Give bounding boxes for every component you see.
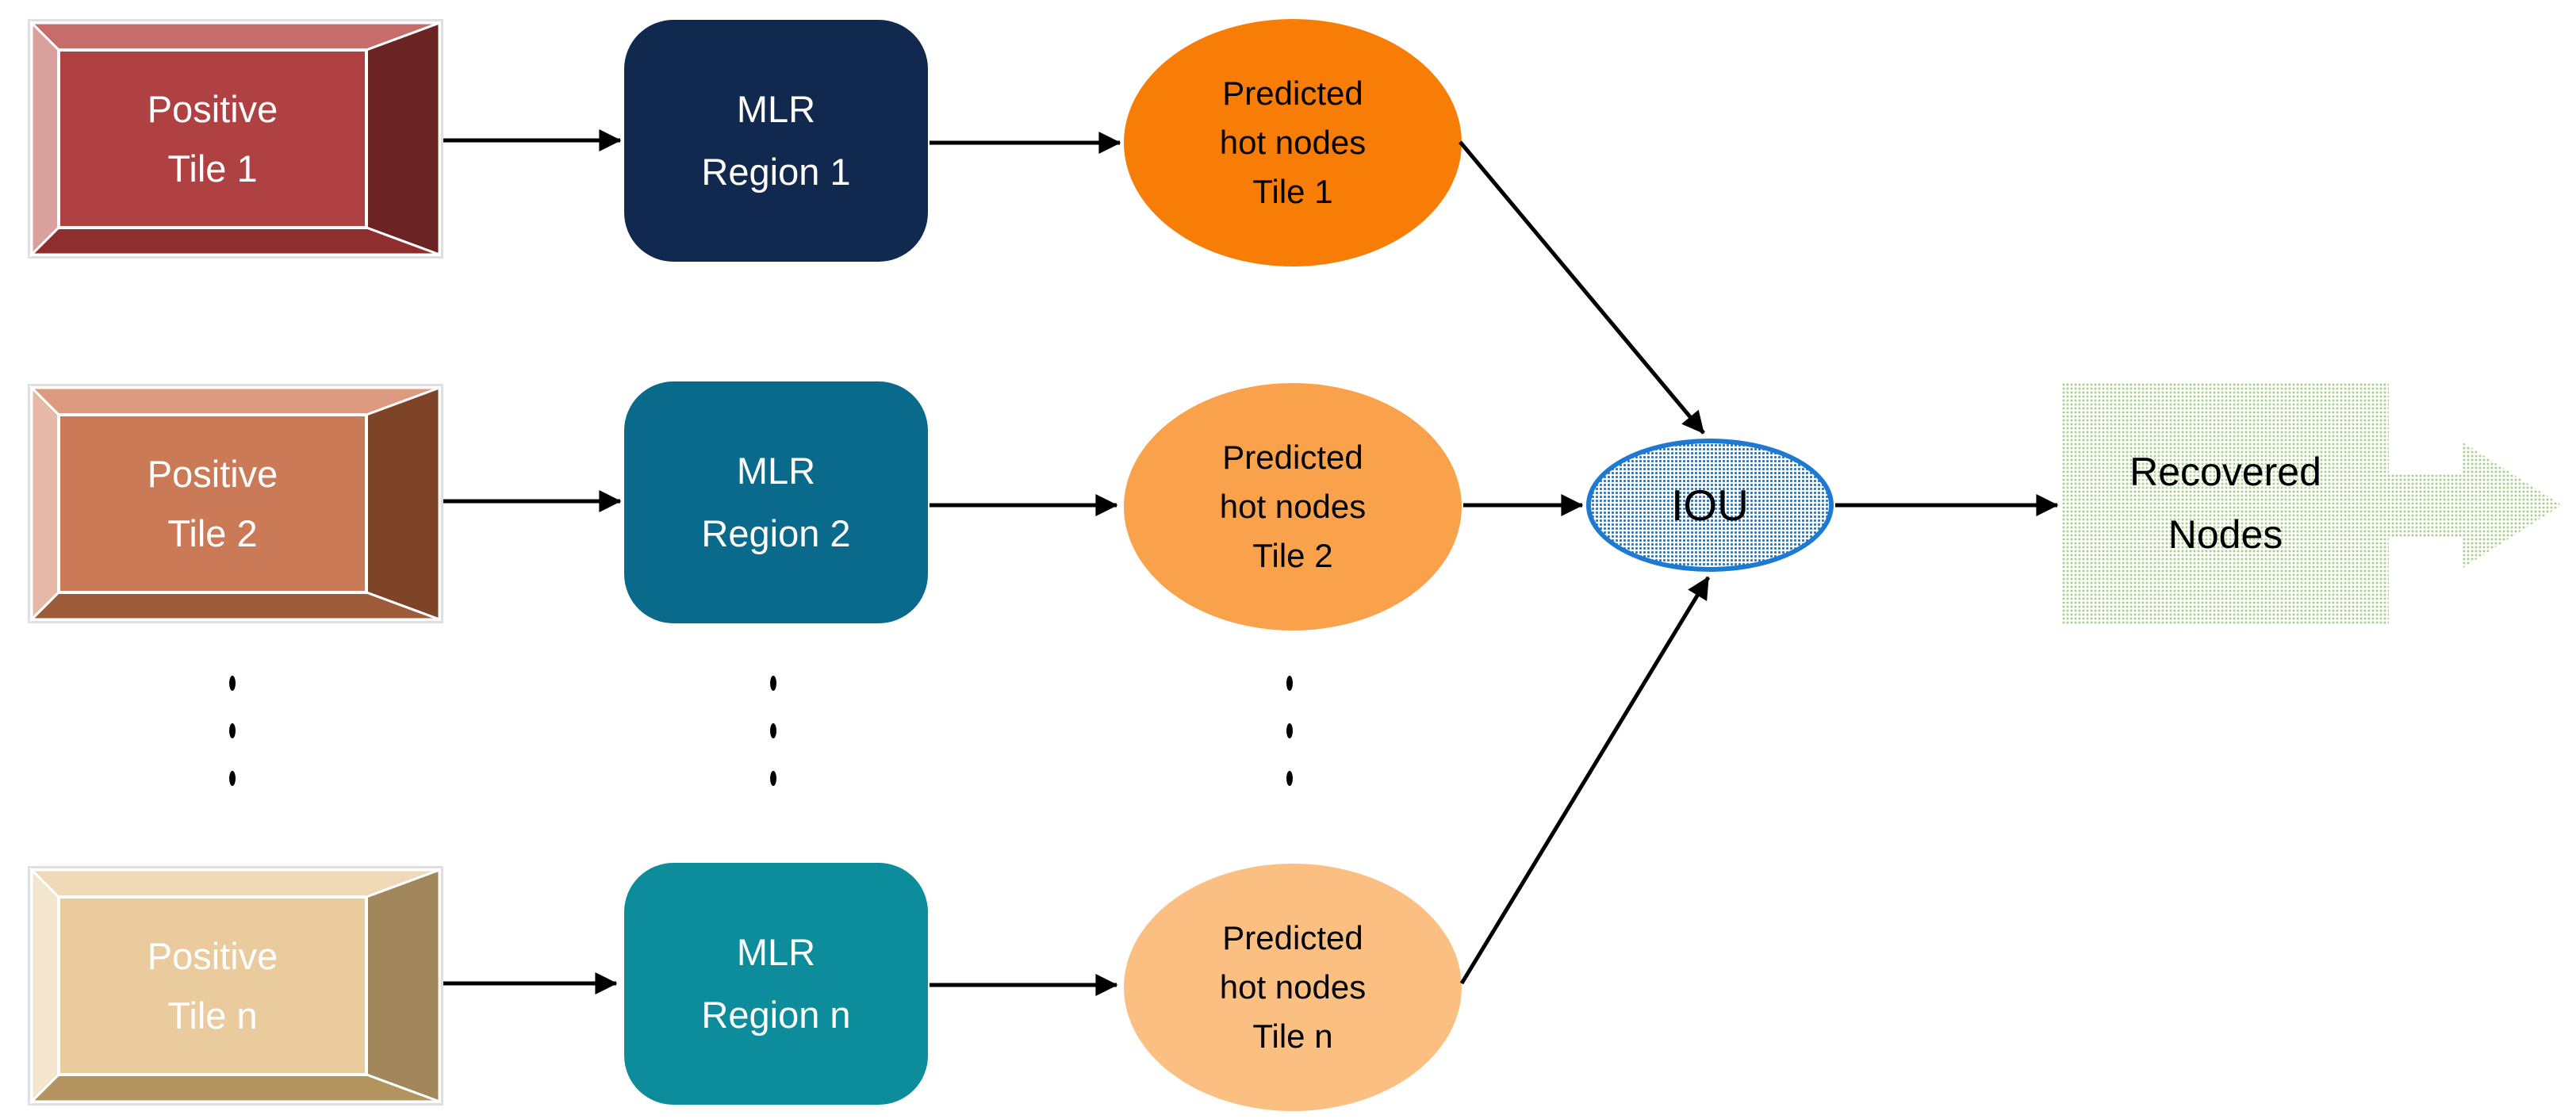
ellipse-label-line3: Tile 1 (1252, 173, 1333, 211)
mlr-region-2-box: MLR Region 2 (624, 381, 928, 623)
ellipse-label-line1: Predicted (1222, 438, 1363, 476)
dot (770, 676, 776, 691)
tile-label-line1: Positive (147, 452, 278, 495)
tile-face (57, 48, 368, 229)
iou-label: IOU (1671, 481, 1749, 530)
predicted-hot-nodes-tile-1: Predicted hot nodes Tile 1 (1124, 19, 1462, 266)
positive-tile-1: Positive Tile 1 (28, 19, 443, 259)
ellipse-label: Predicted hot nodes Tile 2 (1220, 433, 1367, 581)
dot (1286, 723, 1293, 738)
ellipse-label: Predicted hot nodes Tile n (1220, 914, 1367, 1061)
beveled-frame (28, 19, 443, 259)
tile-label-line2: Tile n (167, 994, 258, 1037)
predicted-hot-nodes-tile-n: Predicted hot nodes Tile n (1124, 864, 1462, 1111)
dot (1286, 676, 1293, 691)
mlr-label: MLR Region n (701, 922, 850, 1047)
beveled-frame (28, 384, 443, 623)
dot (770, 771, 776, 786)
tile-label: Positive Tile n (28, 866, 443, 1106)
recovered-nodes-label: Recovered Nodes (2062, 383, 2389, 624)
recovered-label-line2: Nodes (2168, 512, 2283, 557)
ellipse-label-line2: hot nodes (1219, 123, 1367, 161)
dot (1286, 771, 1293, 786)
mlr-label-line2: Region n (701, 993, 851, 1036)
ellipse-label-line2: hot nodes (1219, 487, 1367, 525)
mlr-region-n-box: MLR Region n (624, 863, 928, 1105)
recovered-nodes-block-arrow (2062, 383, 2562, 624)
iou-node: IOU (1586, 439, 1834, 572)
dot (229, 676, 236, 691)
ellipsis-dots-predicted (1286, 676, 1293, 786)
tile-label-line1: Positive (147, 87, 278, 130)
ellipse-label-line3: Tile 2 (1252, 537, 1333, 575)
tile-label-line1: Positive (147, 934, 278, 977)
arrow-pred1-to-iou (1459, 140, 1705, 435)
ellipse-label-line3: Tile n (1252, 1017, 1333, 1056)
tile-face (57, 413, 368, 594)
mlr-label: MLR Region 1 (701, 79, 850, 204)
recovered-arrow-shape (2062, 383, 2562, 624)
positive-tile-2: Positive Tile 2 (28, 384, 443, 623)
tile-label: Positive Tile 2 (28, 384, 443, 623)
dot (229, 771, 236, 786)
dot (770, 723, 776, 738)
beveled-frame (28, 866, 443, 1106)
predicted-hot-nodes-tile-2: Predicted hot nodes Tile 2 (1124, 383, 1462, 630)
arrow-predn-to-iou (1459, 576, 1711, 985)
ellipsis-dots-tiles (229, 676, 236, 786)
mlr-label-line1: MLR (736, 449, 816, 492)
tile-label: Positive Tile 1 (28, 19, 443, 259)
ellipse-label-line1: Predicted (1222, 918, 1363, 956)
mlr-label-line1: MLR (736, 87, 816, 130)
dot (229, 723, 236, 738)
ellipsis-dots-mlr (770, 676, 776, 786)
ellipse-label-line2: hot nodes (1219, 968, 1367, 1006)
ellipse-label-line1: Predicted (1222, 74, 1363, 112)
positive-tile-n: Positive Tile n (28, 866, 443, 1106)
tile-label-line2: Tile 2 (167, 512, 258, 554)
recovered-label-line1: Recovered (2129, 450, 2321, 494)
mlr-region-1-box: MLR Region 1 (624, 20, 928, 262)
mlr-label: MLR Region 2 (701, 440, 850, 565)
tile-face (57, 895, 368, 1076)
mlr-label-line2: Region 1 (701, 150, 851, 193)
ellipse-label: Predicted hot nodes Tile 1 (1220, 69, 1367, 217)
mlr-label-line1: MLR (736, 930, 816, 973)
tile-label-line2: Tile 1 (167, 148, 258, 190)
mlr-label-line2: Region 2 (701, 512, 851, 554)
